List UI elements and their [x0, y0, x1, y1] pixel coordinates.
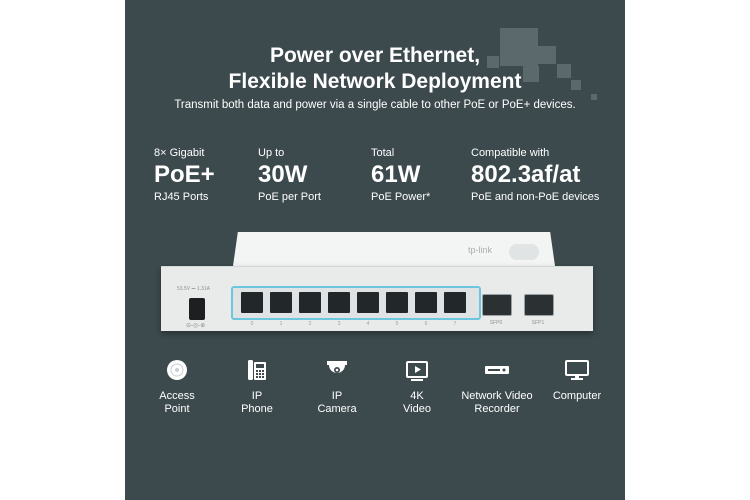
spec-detail: PoE per Port	[258, 191, 321, 203]
spec-value: 802.3af/at	[471, 161, 581, 188]
spec-compat: Compatible with 802.3af/at PoE and non-P…	[471, 146, 599, 204]
rj45-port-icon	[386, 292, 408, 313]
rj45-port-icon	[415, 292, 437, 313]
monitor-icon	[565, 360, 589, 380]
spec-value: 61W	[371, 161, 421, 188]
spec-value: 30W	[258, 161, 308, 188]
headline-line-2: Flexible Network Deployment	[228, 70, 522, 93]
access-point-icon	[167, 360, 187, 380]
brand-logo-icon	[509, 244, 539, 260]
port-number: 3	[337, 321, 341, 327]
headline-subtitle: Transmit both data and power via a singl…	[174, 99, 576, 111]
sfp-port-icon	[524, 294, 554, 316]
polarity-icon: ⊖-◎-⊕	[186, 323, 206, 329]
device-label: IP Camera	[317, 390, 357, 415]
device-label: Network Video Recorder	[461, 390, 533, 415]
video-recorder-icon	[485, 366, 509, 374]
headline-line-1: Power over Ethernet,	[269, 44, 481, 67]
port-number: 0	[250, 321, 254, 327]
ip-camera-icon	[327, 361, 347, 373]
video-player-icon	[406, 361, 428, 381]
spec-caption: Up to	[258, 147, 285, 159]
spec-detail: PoE and non-PoE devices	[471, 191, 600, 203]
spec-caption: Compatible with	[471, 147, 550, 159]
rj45-port-icon	[444, 292, 466, 313]
brand-logo-text: tp-link	[468, 245, 493, 255]
spec-per-port: Up to 30W PoE per Port	[258, 146, 321, 204]
spec-caption: 8× Gigabit	[154, 147, 205, 159]
product-panel: Power over Ethernet, Flexible Network De…	[125, 0, 625, 500]
port-number: 2	[308, 321, 312, 327]
sfp-port-icon	[482, 294, 512, 316]
device-label: Access Point	[159, 390, 195, 415]
device-label: 4K Video	[403, 390, 431, 415]
port-number: 5	[395, 321, 399, 327]
power-rating-label: 53.5V ⎓ 1.31A	[177, 286, 210, 292]
rj45-port-icon	[357, 292, 379, 313]
device-label: IP Phone	[241, 390, 273, 415]
spec-detail: PoE Power*	[371, 191, 431, 203]
rj45-port-icon	[328, 292, 350, 313]
port-number: 7	[453, 321, 457, 327]
spec-total: Total 61W PoE Power*	[371, 146, 430, 204]
port-number: 4	[366, 321, 370, 327]
device-label: Computer	[552, 390, 602, 402]
poe-port-group	[231, 286, 481, 320]
spec-value: PoE+	[154, 161, 215, 188]
ip-phone-icon	[248, 360, 266, 380]
rj45-port-icon	[241, 292, 263, 313]
port-number: 6	[424, 321, 428, 327]
spec-detail: RJ45 Ports	[154, 191, 209, 203]
spec-caption: Total	[371, 147, 395, 159]
sfp-label: SFP0	[489, 320, 503, 326]
sfp-label: SFP1	[531, 320, 545, 326]
switch-top	[233, 232, 555, 266]
power-jack	[189, 298, 205, 320]
port-number: 1	[279, 321, 283, 327]
spec-ports: 8× Gigabit PoE+ RJ45 Ports	[154, 146, 215, 204]
rj45-port-icon	[299, 292, 321, 313]
rj45-port-icon	[270, 292, 292, 313]
